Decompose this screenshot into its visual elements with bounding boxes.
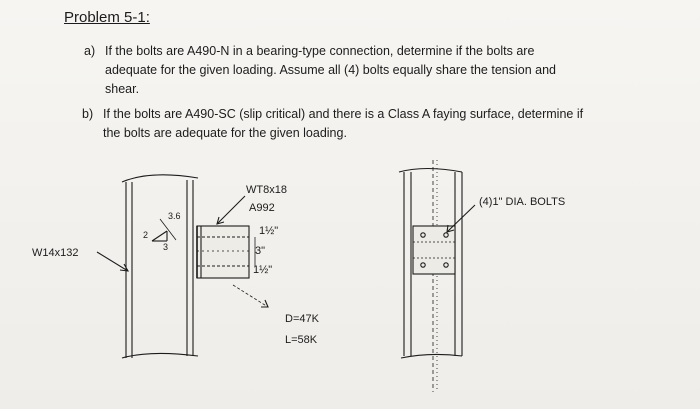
slope-rise-label: 2 — [143, 230, 149, 240]
question-a-line-2: adequate for the given loading. Assume a… — [105, 63, 556, 77]
question-b-line-2: the bolts are adequate for the given loa… — [103, 126, 347, 140]
problem-title: Problem 5-1: — [64, 9, 150, 26]
slope-run-label: 3 — [163, 242, 169, 252]
tee-label: WT8x18 — [246, 184, 287, 196]
slope-note-label: 3.6 — [168, 211, 181, 221]
live-load-label: L=58K — [285, 334, 318, 346]
column-label: W14x132 — [32, 247, 79, 259]
question-b-line-1: If the bolts are A490-SC (slip critical)… — [103, 107, 584, 121]
slope-triangle — [151, 218, 177, 242]
bolts-label: (4)1" DIA. BOLTS — [479, 196, 566, 208]
leader-arrows — [96, 195, 269, 308]
tee-connection — [196, 225, 256, 279]
question-a-line-3: shear. — [105, 82, 140, 96]
question-a-line-1: If the bolts are A490-N in a bearing-typ… — [105, 44, 535, 58]
end-view — [398, 160, 476, 392]
spacing-mid-label: 3" — [255, 245, 266, 257]
question-a-text: If the bolts are A490-N in a bearing-typ… — [105, 42, 556, 99]
question-b-marker: b) — [82, 107, 94, 121]
question-b-text: If the bolts are A490-SC (slip critical)… — [103, 105, 583, 143]
column-elevation — [121, 174, 199, 359]
dead-load-label: D=47K — [285, 313, 319, 325]
spacing-bottom-label: 1½" — [253, 264, 273, 276]
spacing-top-label: 1½" — [259, 225, 279, 237]
tee-grade-label: A992 — [249, 202, 275, 214]
question-a-marker: a) — [84, 44, 96, 58]
